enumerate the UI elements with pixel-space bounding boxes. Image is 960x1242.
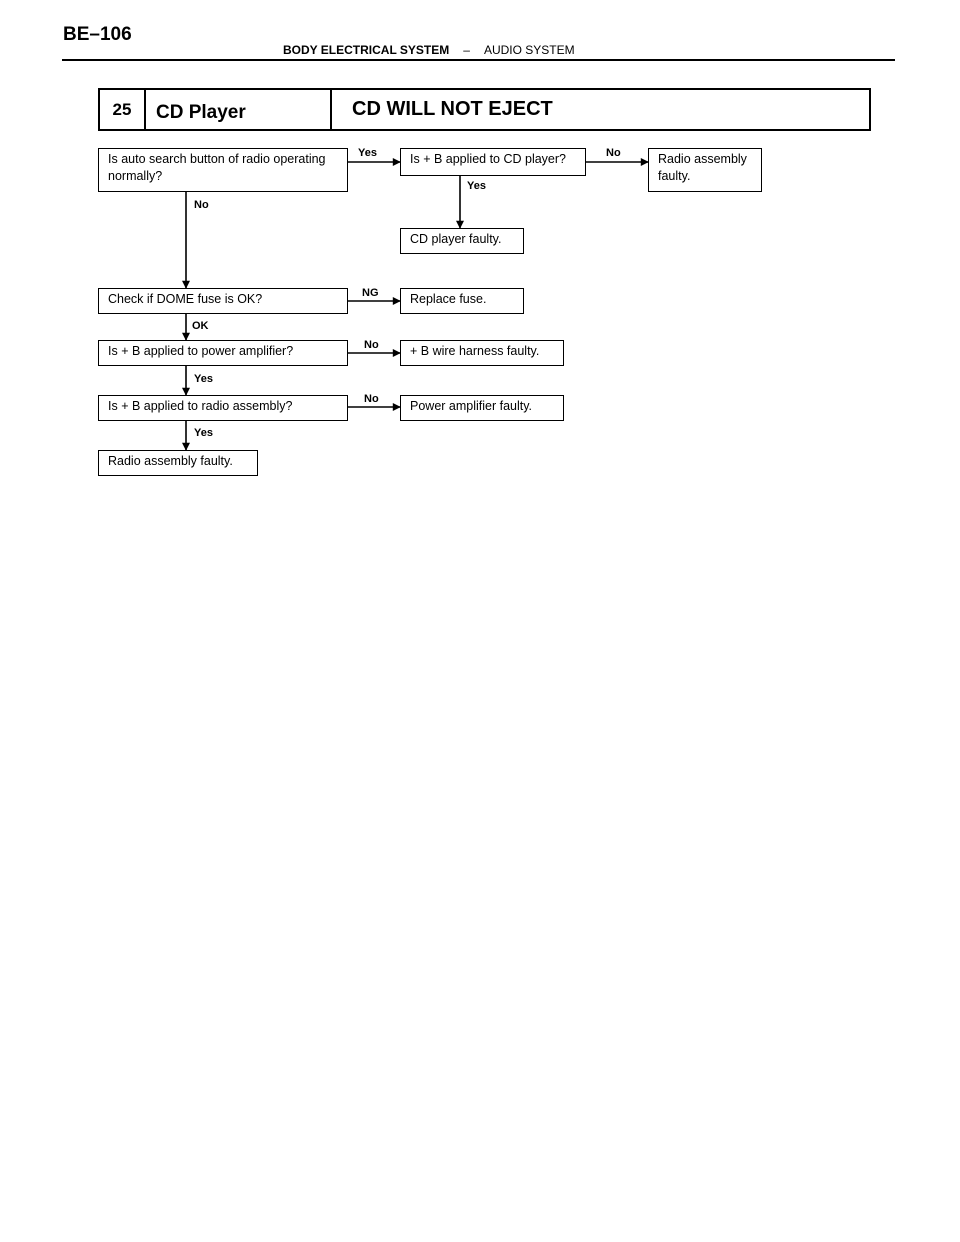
section-subsystem: AUDIO SYSTEM [483, 43, 575, 57]
section-system: BODY ELECTRICAL SYSTEM [283, 43, 450, 57]
label-yes-4: Yes [194, 427, 213, 439]
box-dome-fuse: Check if DOME fuse is OK? [98, 288, 348, 314]
label-ng: NG [362, 287, 379, 299]
title-bar: 25 CD Player CD WILL NOT EJECT [98, 88, 871, 131]
label-yes-1: Yes [358, 147, 377, 159]
page-number: BE–106 [63, 24, 132, 45]
title-problem: CD WILL NOT EJECT [352, 98, 553, 120]
box-radio-faulty-2: Radio assembly faulty. [98, 450, 258, 476]
label-no-4: No [364, 393, 379, 405]
box-amp-faulty: Power amplifier faulty. [400, 395, 564, 421]
box-replace-fuse: Replace fuse. [400, 288, 524, 314]
box-radio-faulty-1: Radio assembly faulty. [648, 148, 762, 192]
box-auto-search: Is auto search button of radio operating… [98, 148, 348, 192]
box-cd-player-faulty: CD player faulty. [400, 228, 524, 254]
title-component: CD Player [146, 90, 332, 129]
section-title: BODY ELECTRICAL SYSTEM–AUDIO SYSTEM [283, 43, 575, 57]
title-number: 25 [100, 90, 146, 129]
label-no-1: No [606, 147, 621, 159]
label-no-2: No [194, 199, 209, 211]
section-separator: – [463, 43, 470, 57]
box-b-wire-faulty: + B wire harness faulty. [400, 340, 564, 366]
label-no-3: No [364, 339, 379, 351]
label-yes-3: Yes [194, 373, 213, 385]
header-rule [62, 59, 895, 61]
box-cd-b-applied: Is + B applied to CD player? [400, 148, 586, 176]
box-amp-b-applied: Is + B applied to power amplifier? [98, 340, 348, 366]
box-radio-b-applied: Is + B applied to radio assembly? [98, 395, 348, 421]
label-ok: OK [192, 320, 209, 332]
label-yes-2: Yes [467, 180, 486, 192]
